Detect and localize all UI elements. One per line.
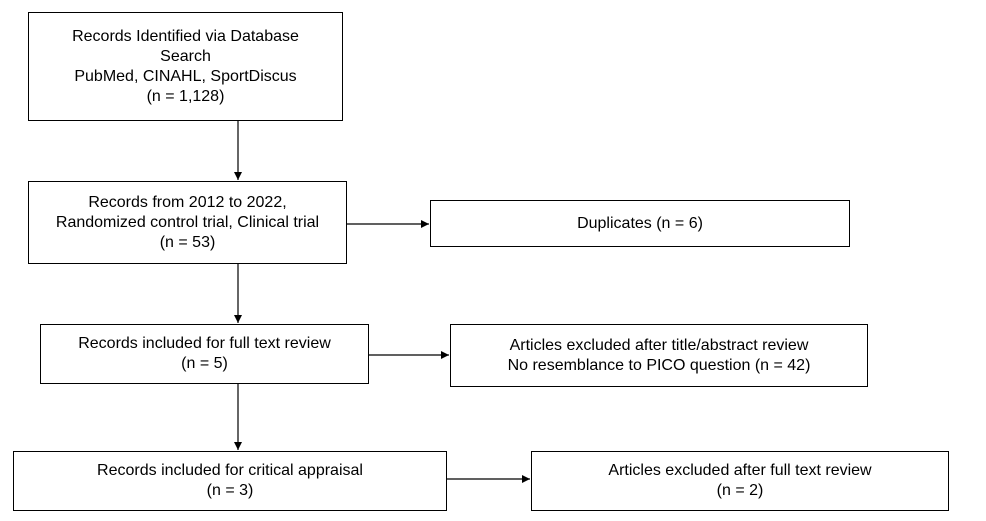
excluded-title-abstract-label: Articles excluded after title/abstract r… xyxy=(509,336,809,354)
records-identified-line3: PubMed, CINAHL, SportDiscus xyxy=(74,67,297,85)
records-filtered-line2: Randomized control trial, Clinical trial xyxy=(55,213,320,231)
records-identified-line1: Records Identified via Database xyxy=(72,27,299,45)
records-filtered-box: Records from 2012 to 2022, Randomized co… xyxy=(28,181,347,264)
full-text-review-label: Records included for full text review xyxy=(78,335,331,352)
records-identified-count: (n = 1,128) xyxy=(146,87,225,105)
critical-appraisal-box: Records included for critical appraisal … xyxy=(13,451,447,511)
full-text-review-box: Records included for full text review (n… xyxy=(40,324,369,384)
excluded-title-abstract-reason: No resemblance to PICO question (n = 42) xyxy=(507,356,811,374)
excluded-title-abstract-box: Articles excluded after title/abstract r… xyxy=(450,324,868,387)
records-filtered-count: (n = 53) xyxy=(159,233,216,251)
full-text-review-count: (n = 5) xyxy=(181,355,228,372)
excluded-full-text-count: (n = 2) xyxy=(716,482,764,499)
critical-appraisal-count: (n = 3) xyxy=(206,482,254,499)
records-identified-line2: Search xyxy=(160,47,211,65)
records-filtered-line1: Records from 2012 to 2022, xyxy=(88,193,287,211)
excluded-full-text-label: Articles excluded after full text review xyxy=(608,462,872,479)
excluded-full-text-box: Articles excluded after full text review… xyxy=(531,451,949,511)
critical-appraisal-label: Records included for critical appraisal xyxy=(97,462,363,479)
duplicates-label: Duplicates (n = 6) xyxy=(577,214,703,232)
duplicates-box: Duplicates (n = 6) xyxy=(430,200,850,247)
records-identified-box: Records Identified via Database Search P… xyxy=(28,12,343,121)
